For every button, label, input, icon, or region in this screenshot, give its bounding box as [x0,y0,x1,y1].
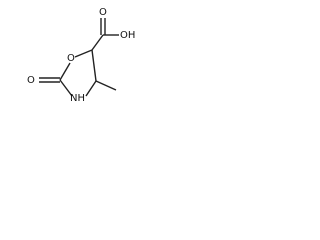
bond-c5-cacid [91,34,104,51]
oxazolidinone-carboxylic-acid-structure: OH O O O NH [27,7,135,104]
atom-label-carbonyl-o-acid: O [99,7,107,18]
atom-label-ring-nh: NH [70,93,85,104]
atom-label-carbonyl-o-ring: O [27,75,35,86]
bond-c4-c5 [91,49,97,82]
atom-label-ring-o: O [67,53,75,64]
bond-n3-c4 [85,80,97,97]
bond-c2-n3 [59,79,73,97]
bond-ring-o-c2 [59,62,71,81]
bond-c4-methyl [95,80,117,91]
structure-canvas: OH O O O NH [0,0,148,123]
bond-c5-ring-o [74,49,93,58]
atom-label-carboxyl-oh: OH [120,30,135,41]
